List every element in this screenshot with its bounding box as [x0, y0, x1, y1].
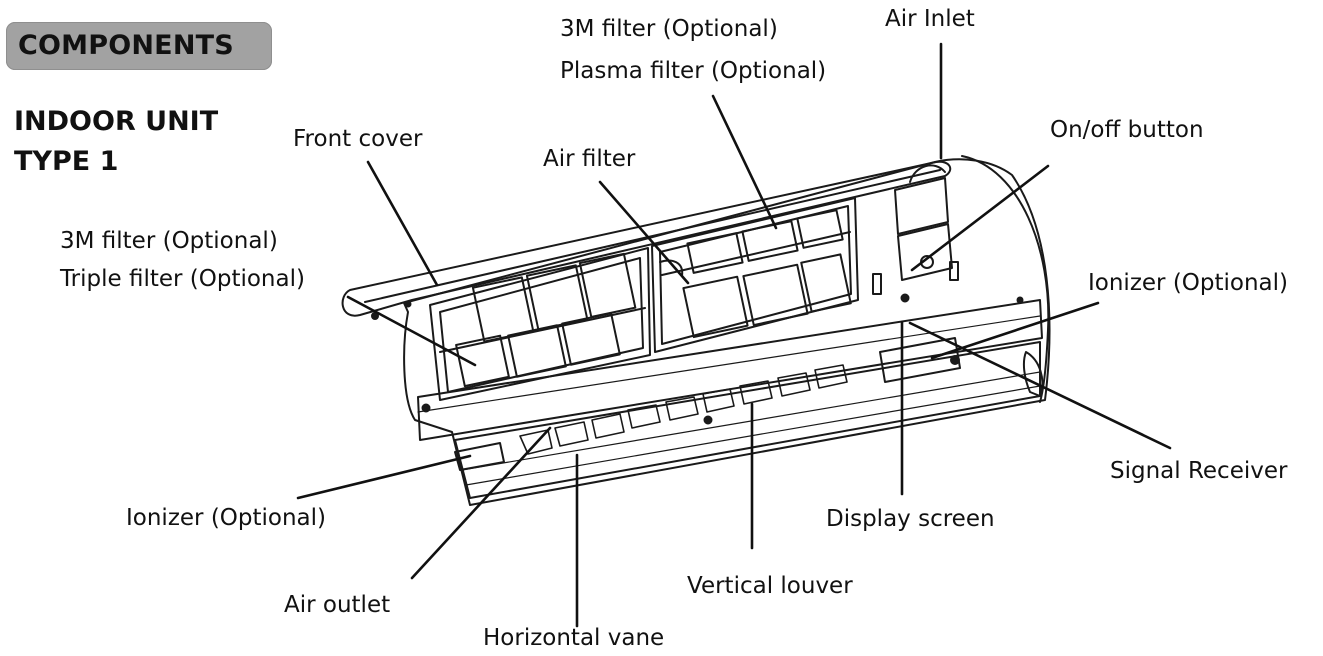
label-vertical-louver: Vertical louver: [687, 573, 853, 599]
left-ionizer-module: [454, 442, 505, 471]
label-on-off-button: On/off button: [1050, 117, 1204, 143]
leader-ionizer-left: [296, 454, 472, 500]
label-horizontal-vane: Horizontal vane: [483, 625, 665, 651]
label-air-filter: Air filter: [543, 146, 636, 172]
label-ionizer-left: Ionizer (Optional): [126, 505, 327, 531]
unit-body-outline: [403, 158, 1051, 506]
heading-indoor-unit: INDOOR UNIT: [14, 106, 219, 137]
ionizer-module: [879, 337, 961, 383]
label-triple-filter: Triple filter (Optional): [60, 266, 305, 292]
leader-plasma-filter: [711, 94, 778, 230]
control-module: [872, 164, 1024, 304]
label-3m-filter-left: 3M filter (Optional): [60, 228, 278, 254]
unit-end-cap: [961, 155, 1050, 403]
leader-air-outlet: [410, 426, 552, 580]
components-badge: COMPONENTS: [6, 22, 272, 70]
label-air-inlet: Air Inlet: [885, 6, 975, 32]
left-filter-frame: [429, 247, 651, 401]
vertical-louvers: [519, 364, 848, 455]
leader-ionizer-right: [930, 301, 1100, 360]
leader-front-cover: [366, 160, 439, 287]
label-3m-filter-top: 3M filter (Optional): [560, 16, 778, 42]
leader-signal-receiver: [908, 321, 1172, 450]
leader-triple-filter: [346, 295, 477, 367]
label-air-outlet: Air outlet: [284, 592, 391, 618]
label-signal-receiver: Signal Receiver: [1110, 458, 1288, 484]
heading-type: TYPE 1: [14, 146, 119, 177]
label-front-cover: Front cover: [293, 126, 423, 152]
leader-air-filter: [598, 180, 690, 285]
right-filter-frame: [651, 197, 859, 353]
label-display-screen: Display screen: [826, 506, 995, 532]
front-chassis-panel: [417, 299, 1043, 441]
front-cover: [341, 160, 952, 317]
components-badge-text: COMPONENTS: [18, 30, 234, 61]
label-ionizer-right: Ionizer (Optional): [1088, 270, 1289, 296]
leader-on-off: [910, 164, 1050, 272]
label-plasma-filter: Plasma filter (Optional): [560, 58, 827, 84]
